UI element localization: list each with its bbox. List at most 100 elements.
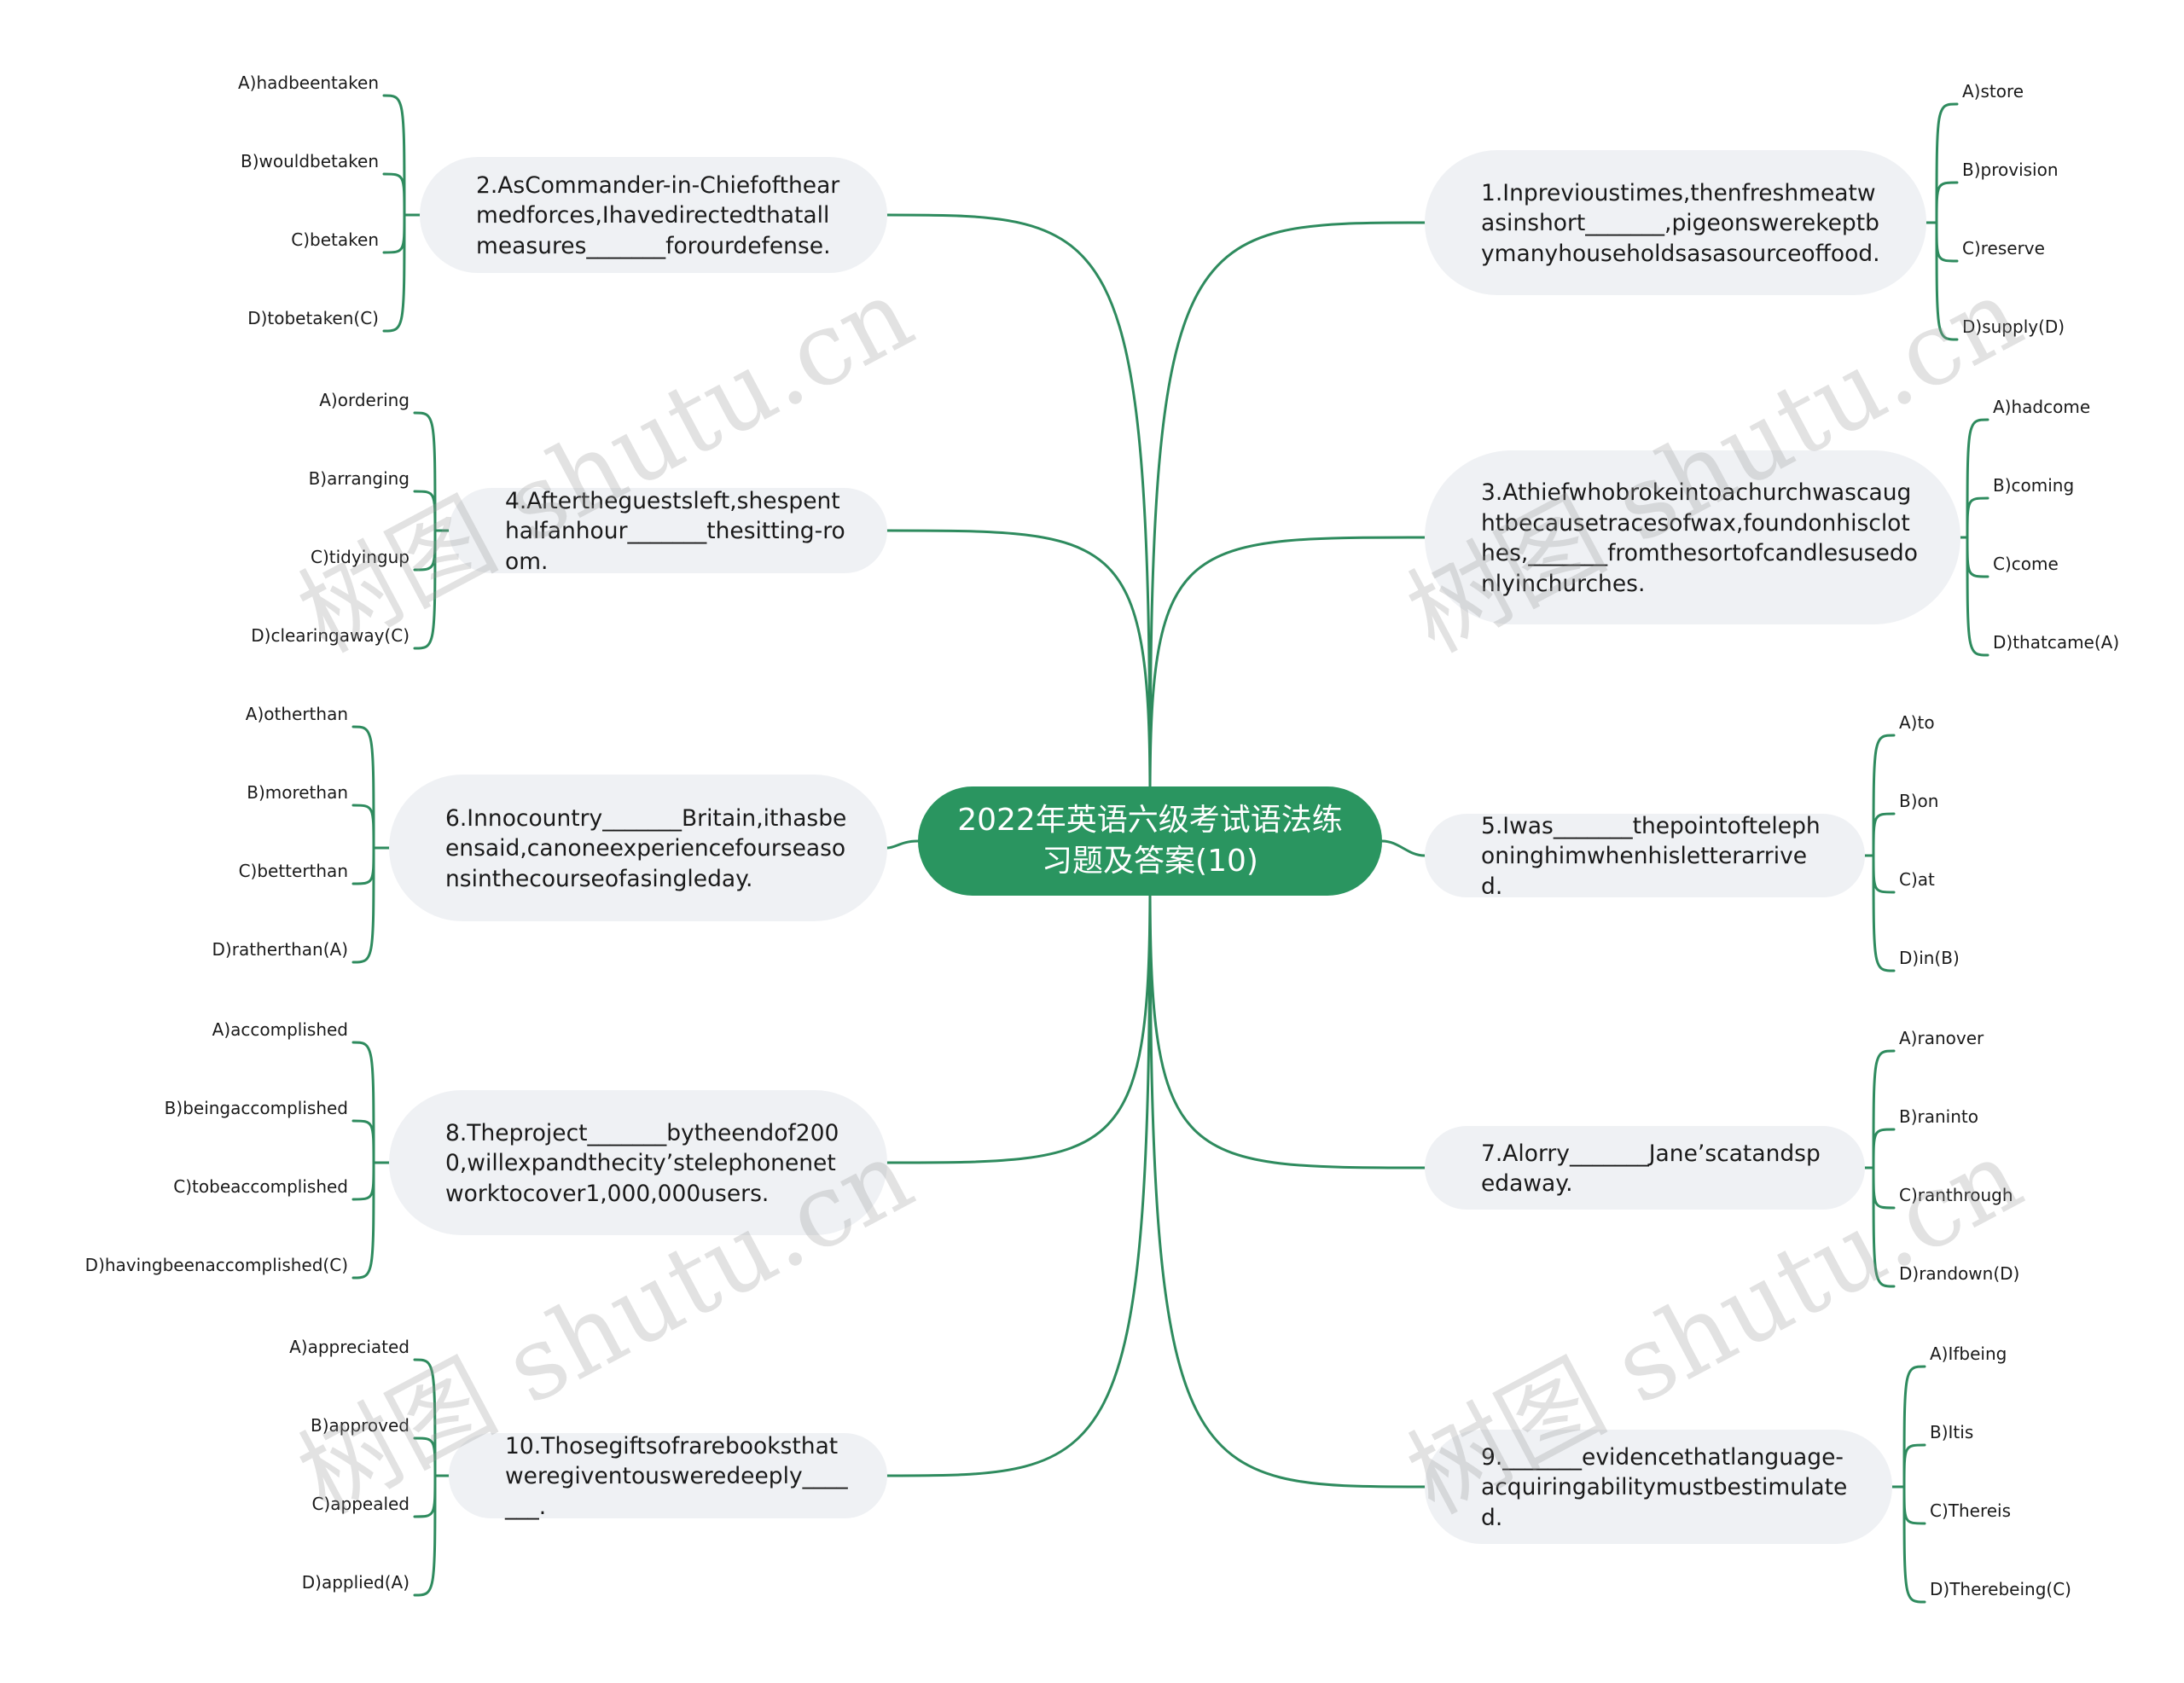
connector-q5 — [1380, 839, 1426, 857]
option-branch-q8-4 — [351, 1161, 375, 1280]
option-q4-d[interactable]: D)clearingaway(C) — [251, 625, 410, 646]
option-branch-q8-2 — [351, 1119, 375, 1164]
option-branch-q9-1 — [1902, 1365, 1926, 1489]
option-q4-c[interactable]: C)tidyingup — [311, 547, 410, 567]
question-node-2[interactable]: 2.AsCommander-in-Chiefofthearmedforces,I… — [420, 157, 887, 273]
option-q8-c[interactable]: C)tobeaccomplished — [173, 1176, 348, 1197]
option-q5-c[interactable]: C)at — [1899, 869, 1935, 890]
option-branch-q3-1 — [1966, 418, 1989, 539]
option-branch-q5-2 — [1872, 812, 1896, 857]
option-q6-d[interactable]: D)ratherthan(A) — [212, 939, 348, 960]
option-branch-q10-1 — [413, 1358, 437, 1477]
option-branch-q6-2 — [351, 804, 375, 850]
connector-q4 — [886, 529, 1152, 798]
option-q8-a[interactable]: A)accomplished — [212, 1019, 348, 1040]
connector-q10 — [886, 884, 1152, 1477]
option-branch-q1-2 — [1935, 181, 1959, 224]
option-branch-q4-3 — [413, 529, 437, 572]
central-topic[interactable]: 2022年英语六级考试语法练习题及答案(10) — [918, 786, 1382, 896]
option-q6-a[interactable]: A)otherthan — [245, 704, 348, 724]
option-q10-b[interactable]: B)approved — [310, 1415, 410, 1436]
option-q5-b[interactable]: B)on — [1899, 791, 1939, 811]
question-node-9[interactable]: 9._______evidencethatlanguage-acquiringa… — [1425, 1430, 1892, 1544]
option-q1-a[interactable]: A)store — [1962, 81, 2024, 102]
question-node-7[interactable]: 7.Alorry_______Jane’scatandspedaway. — [1425, 1126, 1865, 1210]
option-branch-q3-2 — [1966, 496, 1989, 539]
option-q3-c[interactable]: C)come — [1993, 554, 2059, 574]
option-branch-q5-4 — [1872, 854, 1896, 972]
option-branch-q2-3 — [382, 213, 406, 254]
option-q9-b[interactable]: B)Itis — [1930, 1422, 1974, 1442]
option-q2-c[interactable]: C)betaken — [291, 229, 379, 250]
option-q2-b[interactable]: B)wouldbetaken — [241, 151, 379, 171]
option-branch-q7-2 — [1872, 1128, 1896, 1169]
option-q9-a[interactable]: A)Ifbeing — [1930, 1343, 2007, 1364]
option-q1-c[interactable]: C)reserve — [1962, 238, 2045, 258]
option-branch-q10-4 — [413, 1474, 437, 1597]
option-q7-a[interactable]: A)ranover — [1899, 1028, 1984, 1048]
option-branch-q4-2 — [413, 490, 437, 532]
option-q3-d[interactable]: D)thatcame(A) — [1993, 632, 2120, 653]
connector-q9 — [1148, 884, 1426, 1489]
option-q3-a[interactable]: A)hadcome — [1993, 397, 2091, 417]
option-q5-a[interactable]: A)to — [1899, 712, 1935, 733]
question-node-4[interactable]: 4.Aftertheguestsleft,shespenthalfanhour_… — [449, 488, 887, 575]
option-q2-d[interactable]: D)tobetaken(C) — [247, 308, 379, 328]
option-branch-q6-4 — [351, 846, 375, 964]
option-branch-q1-1 — [1935, 102, 1959, 224]
option-q7-d[interactable]: D)randown(D) — [1899, 1263, 2020, 1284]
question-node-10[interactable]: 10.Thosegiftsofrarebooksthatweregiventou… — [449, 1433, 887, 1520]
option-branch-q10-3 — [413, 1474, 437, 1518]
option-branch-q10-2 — [413, 1436, 437, 1477]
option-q6-b[interactable]: B)morethan — [247, 782, 348, 803]
option-q4-a[interactable]: A)ordering — [319, 390, 410, 410]
option-q5-d[interactable]: D)in(B) — [1899, 948, 1960, 968]
option-q1-d[interactable]: D)supply(D) — [1962, 316, 2065, 337]
connector-q2 — [886, 213, 1152, 798]
option-branch-q2-1 — [382, 94, 406, 217]
connector-q6 — [886, 839, 920, 850]
option-branch-q3-3 — [1966, 536, 1989, 578]
question-node-5[interactable]: 5.Iwas_______thepointoftelephoninghimwhe… — [1425, 813, 1865, 900]
option-branch-q8-3 — [351, 1161, 375, 1201]
option-branch-q9-3 — [1902, 1485, 1926, 1525]
option-branch-q8-1 — [351, 1041, 375, 1164]
option-branch-q6-1 — [351, 725, 375, 850]
option-branch-q2-2 — [382, 172, 406, 217]
option-branch-q9-4 — [1902, 1485, 1926, 1604]
option-branch-q7-4 — [1872, 1166, 1896, 1288]
option-branch-q1-4 — [1935, 221, 1959, 341]
question-node-8[interactable]: 8.Theproject_______bytheendof2000,willex… — [389, 1090, 887, 1235]
option-q7-c[interactable]: C)ranthrough — [1899, 1185, 2013, 1205]
connector-q7 — [1148, 884, 1426, 1169]
option-q3-b[interactable]: B)coming — [1993, 475, 2075, 496]
option-branch-q2-4 — [382, 213, 406, 333]
option-branch-q4-4 — [413, 529, 437, 650]
option-q7-b[interactable]: B)raninto — [1899, 1106, 1978, 1127]
question-node-6[interactable]: 6.Innocountry_______Britain,ithasbeensai… — [389, 775, 887, 921]
connector-q8 — [886, 884, 1152, 1164]
option-branch-q6-3 — [351, 846, 375, 885]
connector-q3 — [1148, 536, 1426, 798]
option-branch-q4-1 — [413, 411, 437, 532]
option-branch-q9-2 — [1902, 1443, 1926, 1489]
option-branch-q1-3 — [1935, 221, 1959, 263]
question-node-1[interactable]: 1.Inprevioustimes,thenfreshmeatwasinshor… — [1425, 150, 1926, 295]
question-node-3[interactable]: 3.Athiefwhobrokeintoachurchwascaughtbeca… — [1425, 450, 1960, 624]
option-q9-c[interactable]: C)Thereis — [1930, 1500, 2012, 1521]
option-branch-q3-4 — [1966, 536, 1989, 657]
option-q8-d[interactable]: D)havingbeenaccomplished(C) — [84, 1255, 348, 1275]
option-branch-q5-3 — [1872, 854, 1896, 894]
option-q10-a[interactable]: A)appreciated — [289, 1337, 410, 1357]
option-q10-c[interactable]: C)appealed — [311, 1494, 410, 1514]
option-q4-b[interactable]: B)arranging — [308, 468, 410, 489]
option-q9-d[interactable]: D)Therebeing(C) — [1930, 1579, 2071, 1599]
option-branch-q7-1 — [1872, 1049, 1896, 1169]
option-q6-c[interactable]: C)betterthan — [238, 861, 348, 881]
option-q1-b[interactable]: B)provision — [1962, 160, 2059, 180]
connector-q1 — [1148, 221, 1426, 798]
option-q2-a[interactable]: A)hadbeentaken — [237, 73, 379, 93]
option-q8-b[interactable]: B)beingaccomplished — [164, 1098, 348, 1118]
option-q10-d[interactable]: D)applied(A) — [301, 1572, 410, 1593]
